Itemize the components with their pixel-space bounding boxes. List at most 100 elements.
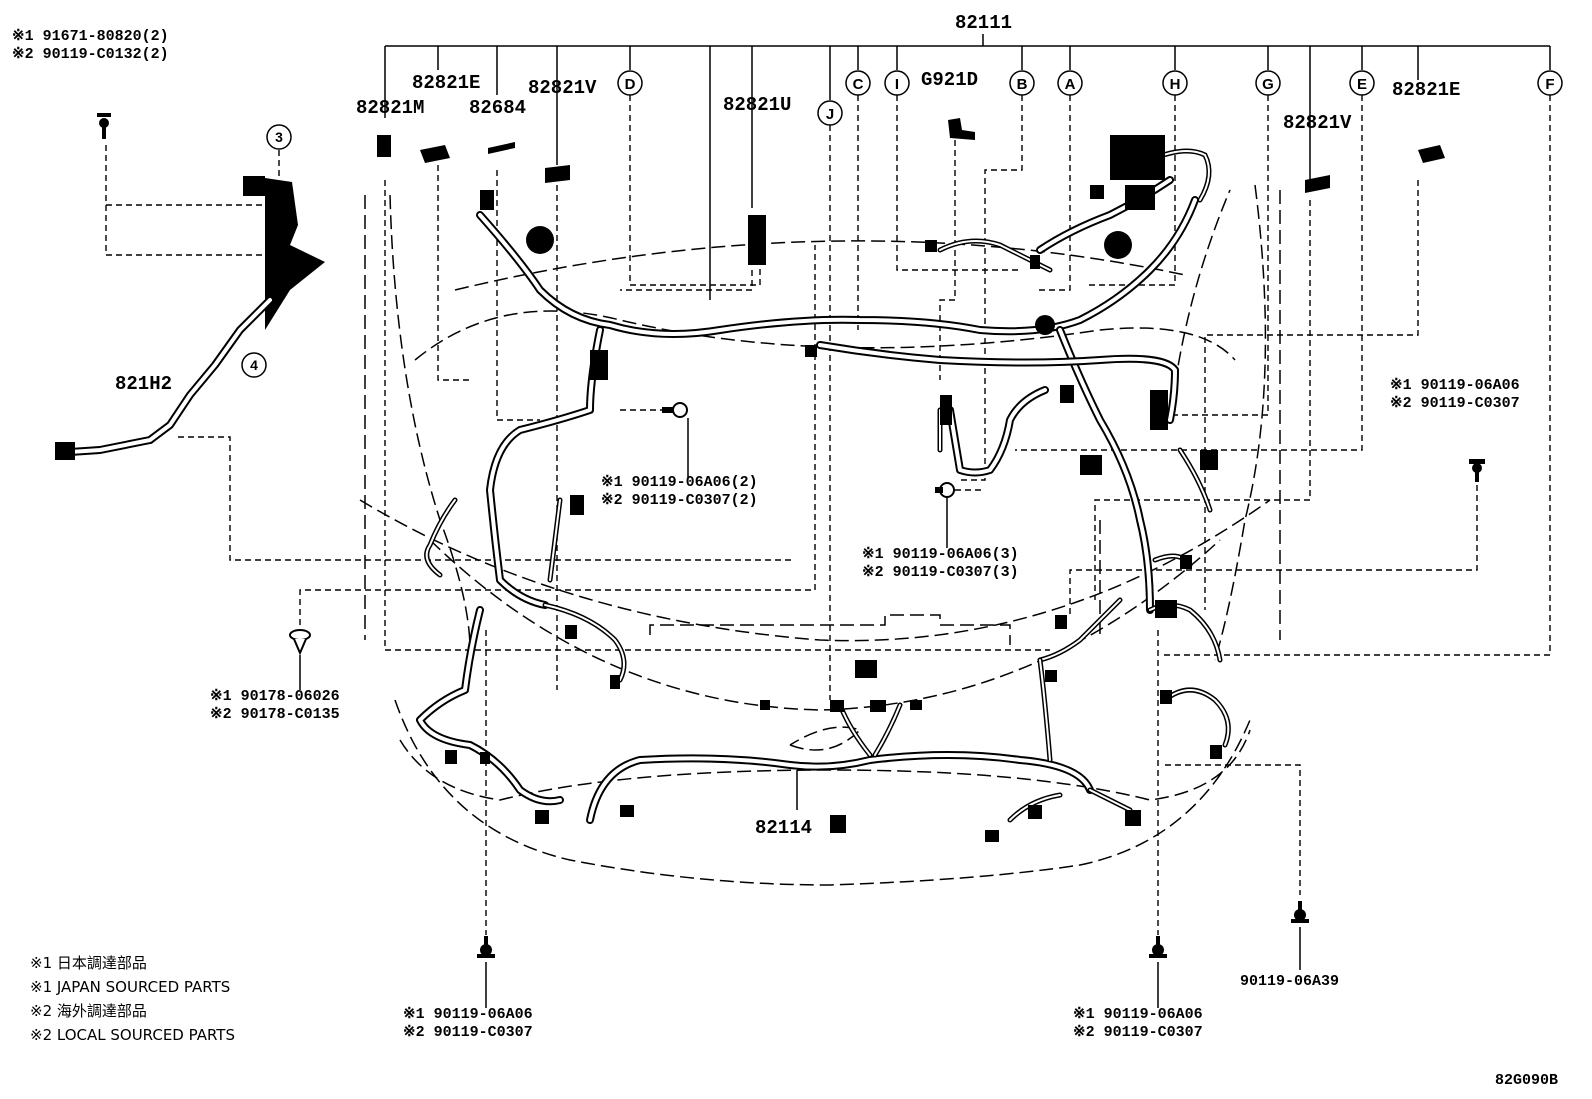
connector-block xyxy=(1150,390,1168,430)
diagram-id: 82G090B xyxy=(1495,1072,1558,1089)
grommet xyxy=(526,226,554,254)
bolt-icon xyxy=(477,936,495,958)
fastener-bottom-right: ※1 90119-06A06 ※2 90119-C0307 xyxy=(1073,630,1203,1041)
connector-block xyxy=(1125,185,1155,210)
bolt-icon xyxy=(1149,936,1167,958)
connector-block xyxy=(1060,385,1074,403)
svg-text:※1 90119-06A06(3): ※1 90119-06A06(3) xyxy=(862,546,1019,563)
callout-G: G xyxy=(1255,70,1281,96)
svg-text:I: I xyxy=(895,76,899,93)
connector-82821U xyxy=(748,215,766,265)
connector-82684 xyxy=(488,142,515,154)
callout-F: F xyxy=(1537,70,1563,96)
legend-line-4: ※2 LOCAL SOURCED PARTS xyxy=(30,1026,235,1044)
connector-block xyxy=(1200,450,1218,470)
svg-text:※2 90119-C0307(3): ※2 90119-C0307(3) xyxy=(862,564,1019,581)
fastener-center-left: ※1 90119-06A06(2) ※2 90119-C0307(2) xyxy=(601,402,758,509)
connector-block xyxy=(925,240,937,252)
callout-I: I xyxy=(884,70,910,96)
bolt-icon xyxy=(97,113,111,139)
svg-text:※2 90119-C0307(2): ※2 90119-C0307(2) xyxy=(601,492,758,509)
connector-block xyxy=(870,700,886,712)
svg-text:※1 90119-06A06: ※1 90119-06A06 xyxy=(403,1006,533,1023)
callout-H: H xyxy=(1162,70,1188,96)
callout-C: C xyxy=(845,70,871,96)
connector-82821V-left xyxy=(545,165,570,183)
callout-4: 4 xyxy=(241,352,267,378)
label-82821E-right: 82821E xyxy=(1392,79,1460,101)
callout-A: A xyxy=(1057,70,1083,96)
fastener-bottom-far-right: 90119-06A39 xyxy=(1165,764,1339,990)
svg-text:F: F xyxy=(1545,76,1554,93)
connector-block xyxy=(1030,255,1040,269)
fastener-left-clip: ※1 90178-06026 ※2 90178-C0135 xyxy=(210,245,816,723)
connector-G921D xyxy=(948,118,975,140)
connector-block xyxy=(1055,615,1067,629)
label-82114: 82114 xyxy=(755,817,812,839)
svg-text:C: C xyxy=(853,76,864,93)
connector-block xyxy=(830,700,844,712)
svg-text:※1 90119-06A06: ※1 90119-06A06 xyxy=(1390,377,1520,394)
callout-D: D xyxy=(617,70,643,96)
label-82821U: 82821U xyxy=(723,94,791,116)
fastener-right: ※1 90119-06A06 ※2 90119-C0307 xyxy=(1069,377,1520,615)
bolt-icon xyxy=(1291,901,1309,923)
svg-text:G: G xyxy=(1262,76,1274,93)
fastener-top-left-1: ※1 91671-80820(2) xyxy=(12,28,169,45)
connector-block xyxy=(620,805,634,817)
connector-block xyxy=(1045,670,1057,682)
svg-text:※2 90119-C0307: ※2 90119-C0307 xyxy=(403,1024,533,1041)
grommet xyxy=(1035,315,1055,335)
svg-text:4: 4 xyxy=(250,357,258,373)
connector-block xyxy=(1090,185,1104,199)
bolt-icon xyxy=(935,482,955,498)
fastener-top-left-2: ※2 90119-C0132(2) xyxy=(12,46,169,63)
connector-block xyxy=(940,395,952,425)
svg-text:※2 90119-C0307: ※2 90119-C0307 xyxy=(1390,395,1520,412)
bolt-icon xyxy=(1469,459,1485,482)
main-part-bracket: 82111 xyxy=(384,12,1551,300)
grommet xyxy=(1104,231,1132,259)
connector-block xyxy=(910,700,922,710)
label-G921D: G921D xyxy=(921,69,978,91)
svg-text:3: 3 xyxy=(275,129,283,145)
connector-block xyxy=(610,675,620,689)
connector-block xyxy=(1125,810,1141,826)
connector-82821V-right xyxy=(1305,175,1330,193)
svg-text:E: E xyxy=(1357,76,1367,93)
svg-text:※2 90178-C0135: ※2 90178-C0135 xyxy=(210,706,340,723)
harness-82114 xyxy=(416,606,1231,824)
connector-82821E-left xyxy=(420,145,450,163)
label-82821V-left: 82821V xyxy=(528,77,597,99)
connector-block xyxy=(1155,600,1177,618)
connector-block xyxy=(1210,745,1222,759)
callout-B: B xyxy=(1009,70,1035,96)
connector-block xyxy=(480,190,494,210)
svg-text:D: D xyxy=(625,76,636,93)
connector-block xyxy=(445,750,457,764)
callout-leaders xyxy=(384,95,1551,700)
callout-J: J xyxy=(817,100,843,126)
main-part-number: 82111 xyxy=(955,12,1012,34)
label-82821V-right: 82821V xyxy=(1283,112,1352,134)
connector-block xyxy=(480,752,490,764)
legend-line-2: ※1 JAPAN SOURCED PARTS xyxy=(30,978,230,996)
part-labels: 82821M 82821E 82684 82821V 82821U G921D … xyxy=(115,69,1460,839)
connector-block xyxy=(855,660,877,678)
clip-icon xyxy=(289,629,311,656)
callout-3: 3 xyxy=(266,124,292,150)
label-821H2: 821H2 xyxy=(115,373,172,395)
fastener-center-right: ※1 90119-06A06(3) ※2 90119-C0307(3) xyxy=(862,482,1019,581)
svg-text:※2 90119-C0307: ※2 90119-C0307 xyxy=(1073,1024,1203,1041)
fastener-bottom-left: ※1 90119-06A06 ※2 90119-C0307 xyxy=(403,630,533,1041)
connector-block xyxy=(590,350,608,380)
fuse-block xyxy=(1110,135,1165,180)
label-82821M: 82821M xyxy=(356,97,424,119)
svg-text:A: A xyxy=(1065,76,1076,93)
connector-block xyxy=(1080,455,1102,475)
bolt-icon xyxy=(662,402,688,418)
connector-block xyxy=(830,815,846,833)
svg-text:※1 90178-06026: ※1 90178-06026 xyxy=(210,688,340,705)
svg-text:H: H xyxy=(1170,76,1181,93)
